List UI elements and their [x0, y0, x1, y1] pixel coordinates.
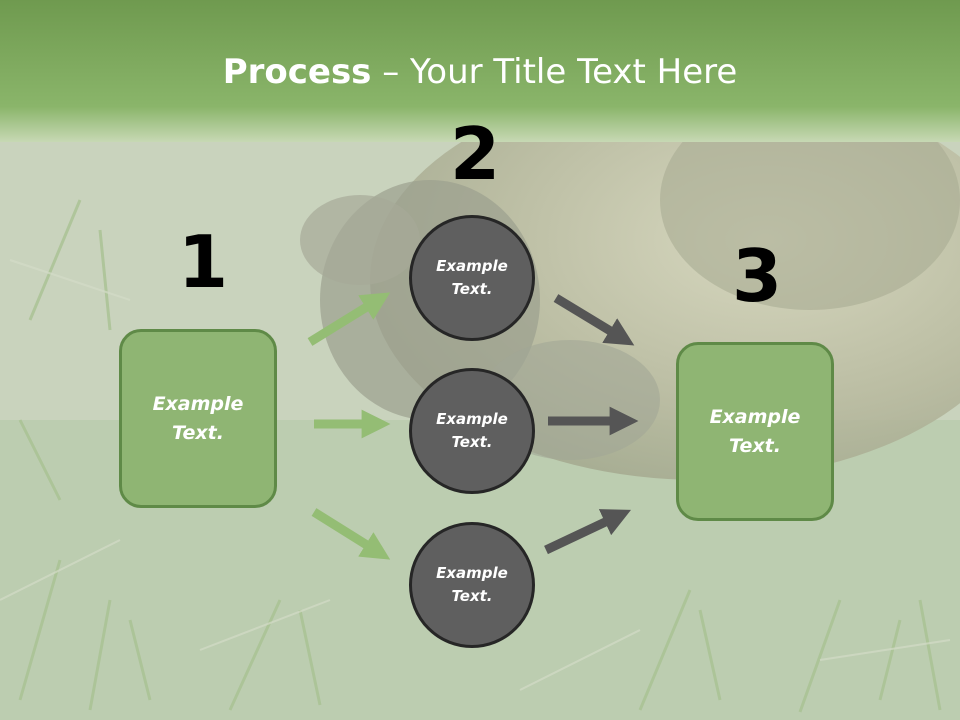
step-3-text: Example Text.	[709, 405, 801, 457]
circle-top-text: Example Text.	[436, 257, 508, 298]
arrow-green-up	[307, 292, 391, 346]
title-rest: – Your Title Text Here	[371, 52, 738, 92]
step-1-box: Example Text.	[119, 329, 277, 508]
arrow-green-down	[311, 508, 391, 560]
step-3-box: Example Text.	[676, 342, 834, 521]
circle-bottom-text: Example Text.	[436, 564, 508, 605]
step-2-circle-top: Example Text.	[409, 215, 535, 341]
slide-title: Process – Your Title Text Here	[0, 52, 960, 92]
step-number-2: 2	[450, 112, 501, 196]
step-2-circle-bottom: Example Text.	[409, 522, 535, 648]
circle-middle-text: Example Text.	[436, 410, 508, 451]
step-number-1: 1	[178, 220, 229, 304]
title-bold: Process	[222, 52, 372, 92]
arrow-gray-up	[544, 509, 632, 555]
step-1-text: Example Text.	[152, 392, 244, 444]
step-2-circle-middle: Example Text.	[409, 368, 535, 494]
arrow-gray-down	[553, 294, 635, 346]
step-number-3: 3	[732, 234, 783, 318]
